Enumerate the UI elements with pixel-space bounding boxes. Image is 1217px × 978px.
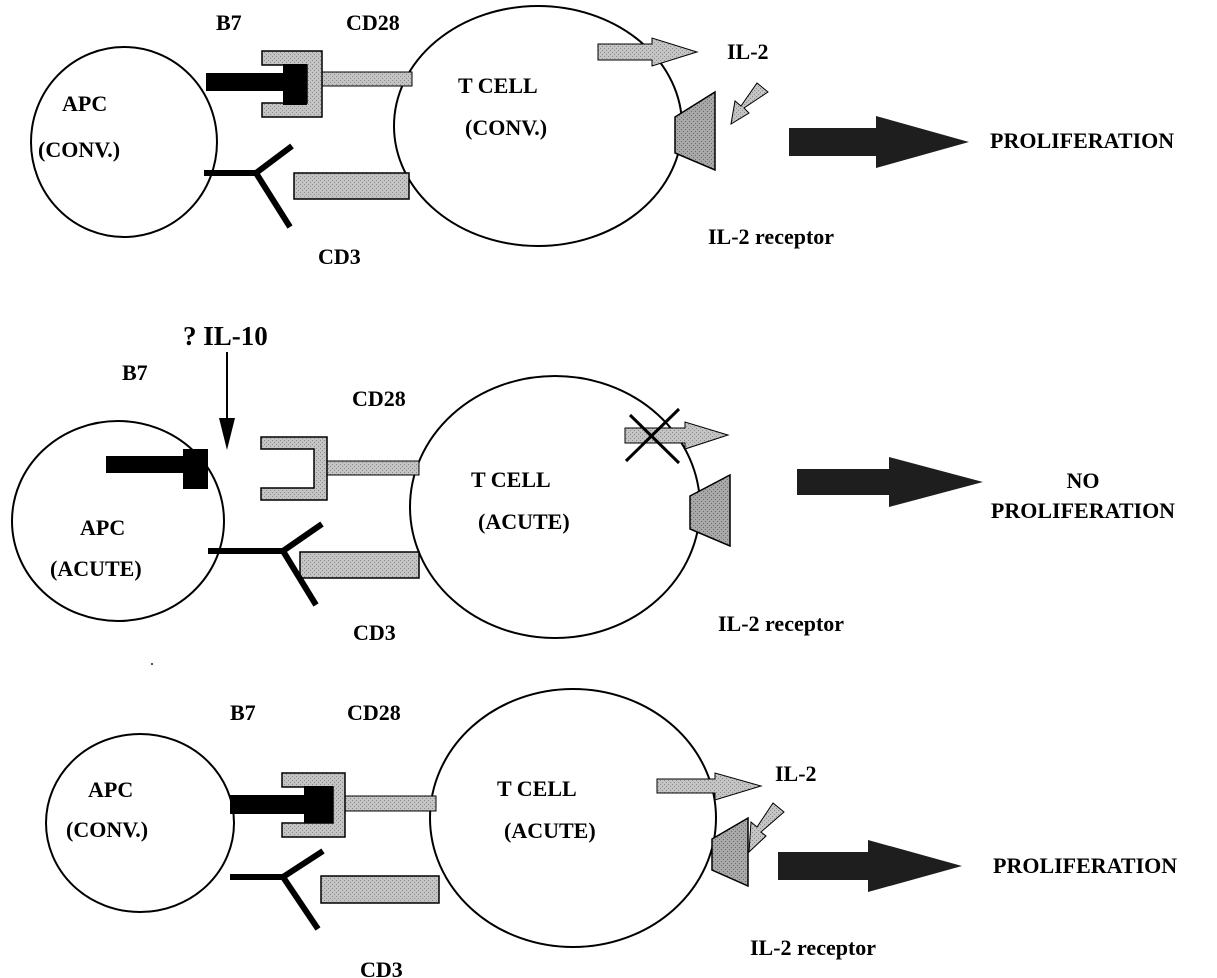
- outcome-label: PROLIFERATION: [993, 853, 1177, 878]
- scan-artifact-dot: [151, 663, 153, 665]
- outcome-label-line1: NO: [1067, 468, 1100, 493]
- tcr-ligand: [208, 521, 324, 607]
- cd3-label: CD3: [318, 244, 361, 269]
- tcell-state-label: (ACUTE): [504, 818, 596, 843]
- il2-secretion-arrow: [656, 772, 763, 801]
- b7-stalk: [106, 456, 188, 473]
- il10-label: ? IL-10: [183, 321, 268, 351]
- apc-label: APC: [62, 91, 107, 116]
- cd28-stalk: [344, 795, 437, 812]
- il2-receptor-label: IL-2 receptor: [750, 935, 876, 960]
- tcell: [429, 688, 717, 948]
- cd28-receptor: [281, 772, 346, 838]
- apc-state-label: (CONV.): [66, 817, 148, 842]
- cd28-receptor: [260, 436, 328, 501]
- il2-binding-arrow: [730, 82, 769, 126]
- proliferation-arrow: [789, 116, 969, 168]
- il2-binding-arrow: [748, 802, 785, 854]
- b7-ligand: [283, 64, 307, 105]
- apc-cell: [45, 733, 235, 913]
- cd3-receptor: [293, 172, 410, 200]
- il2-receptor-shape: [689, 473, 731, 548]
- no-proliferation-arrow: [797, 457, 983, 507]
- cd28-label: CD28: [346, 10, 400, 35]
- il2-receptor-shape: [711, 816, 749, 888]
- apc-label: APC: [80, 515, 125, 540]
- cd28-stalk: [326, 460, 420, 476]
- outcome-label: PROLIFERATION: [990, 128, 1174, 153]
- tcell-label: T CELL: [497, 776, 577, 801]
- il2-receptor-label: IL-2 receptor: [708, 224, 834, 249]
- tcr-ligand: [204, 143, 294, 229]
- tcell-label: T CELL: [471, 467, 551, 492]
- tcell: [409, 375, 701, 639]
- il10-arrow-head: [219, 418, 235, 450]
- il2-receptor-label: IL-2 receptor: [718, 611, 844, 636]
- cd28-label: CD28: [347, 700, 401, 725]
- apc-label: APC: [88, 777, 133, 802]
- apc-state-label: (CONV.): [38, 137, 120, 162]
- b7-ligand: [183, 449, 208, 489]
- cd3-receptor: [320, 875, 440, 904]
- b7-stalk: [230, 795, 310, 814]
- il2-receptor-shape: [674, 90, 716, 172]
- apc-cell: [30, 46, 218, 238]
- b7-label: B7: [230, 700, 256, 725]
- block-cross-line: [624, 407, 681, 463]
- cd3-receptor: [299, 551, 420, 579]
- proliferation-arrow: [778, 840, 962, 892]
- cd28-label: CD28: [352, 386, 406, 411]
- cd3-label: CD3: [360, 957, 403, 978]
- tcr-ligand: [230, 848, 325, 931]
- il2-label: IL-2: [727, 39, 769, 64]
- panel-conventional-apc-conventional-tcell: APC (CONV.) T CELL (CONV.) B7 CD28 CD3 I…: [30, 5, 1174, 269]
- il2-secretion-arrow-blocked: [624, 421, 730, 450]
- il2-secretion-arrow: [597, 37, 699, 67]
- apc-state-label: (ACUTE): [50, 556, 142, 581]
- block-cross-line: [628, 413, 681, 465]
- panel-acute-apc-acute-tcell: APC (ACUTE) T CELL (ACUTE) B7 ? IL-10 CD…: [11, 321, 1175, 645]
- b7-ligand: [304, 786, 333, 823]
- tcell-state-label: (ACUTE): [478, 509, 570, 534]
- il2-label: IL-2: [775, 761, 817, 786]
- outcome-label-line2: PROLIFERATION: [991, 498, 1175, 523]
- cd3-label: CD3: [353, 620, 396, 645]
- cd28-stalk: [321, 71, 413, 87]
- panel-conventional-apc-acute-tcell: APC (CONV.) T CELL (ACUTE) B7 CD28 CD3 I…: [45, 688, 1177, 978]
- b7-stalk: [206, 73, 286, 91]
- tcell-label: T CELL: [458, 73, 538, 98]
- b7-label: B7: [216, 10, 242, 35]
- tcell-state-label: (CONV.): [465, 115, 547, 140]
- b7-label: B7: [122, 360, 148, 385]
